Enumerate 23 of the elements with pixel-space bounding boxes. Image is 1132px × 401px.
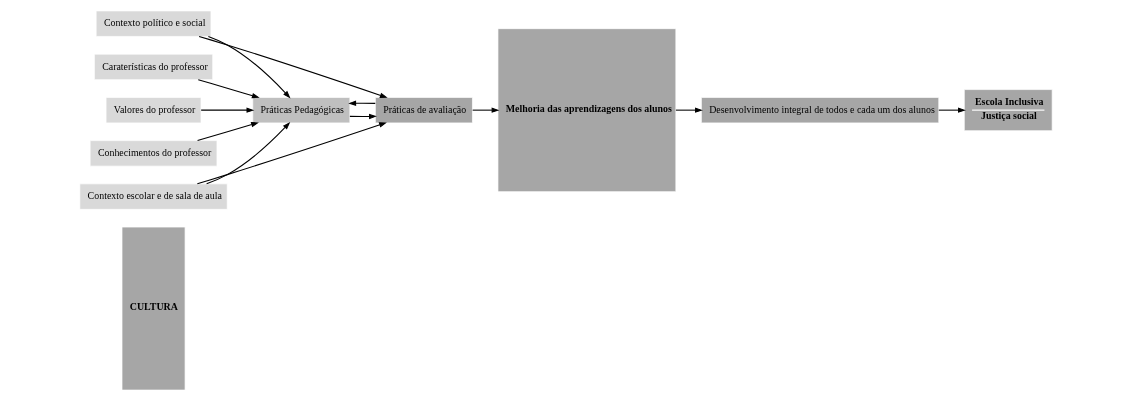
arrow bbox=[200, 107, 255, 113]
arrow bbox=[207, 35, 291, 99]
arrow bbox=[938, 107, 966, 113]
node-box: Práticas de avaliação bbox=[375, 97, 473, 124]
arrow bbox=[197, 79, 260, 99]
arrow bbox=[196, 122, 387, 185]
arrow bbox=[348, 100, 376, 106]
arrow bbox=[349, 113, 377, 120]
arrow bbox=[197, 122, 259, 142]
arrow bbox=[472, 107, 500, 113]
arrow bbox=[675, 107, 703, 113]
node-box: CULTURA bbox=[121, 226, 186, 391]
node-box: Desenvolvimento integral de todos e cada um dos alunos bbox=[701, 97, 940, 124]
node-box: Melhoria das aprendizagens dos alunos bbox=[497, 28, 677, 192]
node-box: Contexto escolar e de sala de aula bbox=[79, 183, 228, 210]
arrow bbox=[198, 35, 388, 98]
node-box: Práticas Pedagógicas bbox=[252, 97, 351, 124]
node-box: Valores do professor bbox=[105, 97, 202, 124]
node-box: Caraterísticas do professor bbox=[94, 53, 214, 81]
node-box: Conhecimentos do professor bbox=[89, 140, 218, 167]
arrow bbox=[206, 121, 291, 185]
node-box: Contexto político e social bbox=[95, 10, 212, 37]
node-box: Escola Inclusiva Justiça social bbox=[963, 89, 1053, 132]
